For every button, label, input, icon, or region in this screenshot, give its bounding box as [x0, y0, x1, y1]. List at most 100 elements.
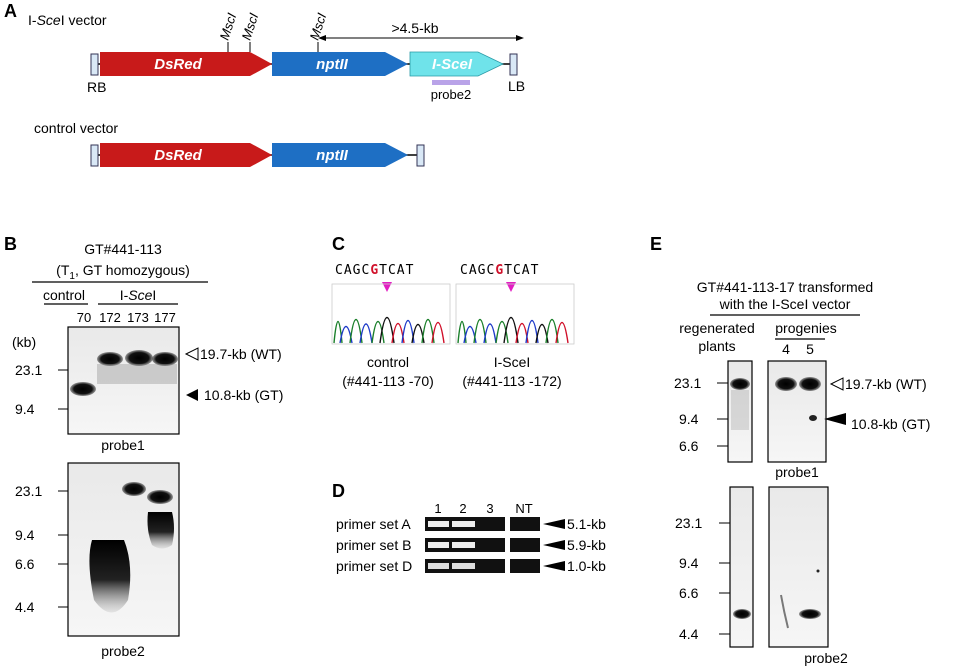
size-arrowhead-right — [516, 35, 524, 41]
panel-label-c: C — [332, 234, 345, 254]
e-band-5-gt — [809, 415, 817, 421]
d-arrow-d — [543, 561, 565, 571]
msci-label-3: MscI — [307, 11, 330, 42]
vector1-label: I-SceI vector — [28, 12, 107, 28]
e-smear-regen — [731, 390, 749, 430]
e-wt-label: 19.7-kb (WT) — [845, 376, 927, 392]
probe2-bar — [432, 80, 470, 85]
rb-border — [90, 53, 99, 76]
e-wt-arrowhead — [829, 377, 844, 391]
panel-label-e: E — [650, 234, 662, 254]
c-seq-iscei: CAGCGTCAT — [460, 263, 539, 278]
iscei-label: I-SceI — [432, 56, 473, 73]
e-gt-label: 10.8-kb (GT) — [851, 416, 930, 432]
c-sample-control: (#441-113 -70) — [342, 373, 434, 389]
b-iscei-label: I-SceI — [120, 287, 157, 303]
e2-marker-4: 4.4 — [679, 626, 699, 642]
c-marker-control — [382, 282, 392, 292]
e2-marker-23: 23.1 — [675, 515, 702, 531]
b-band2-177a — [147, 490, 173, 504]
d-lane-2: 2 — [459, 501, 466, 516]
size-label: >4.5-kb — [391, 20, 438, 36]
control-rb-border — [90, 144, 99, 167]
b-wt-arrowhead — [184, 347, 199, 361]
d-size-d: 1.0-kb — [567, 558, 606, 574]
e2-marker-6: 6.6 — [679, 585, 699, 601]
b2-marker-6: 6.6 — [15, 556, 35, 572]
nptii-label: nptII — [316, 56, 348, 73]
b-kb-label: (kb) — [12, 334, 36, 350]
panel-label-d: D — [332, 481, 345, 501]
e-band-4-wt — [775, 377, 797, 391]
e-lane-4: 4 — [782, 341, 790, 357]
dsred-gene-arrow — [100, 52, 272, 76]
dsred-label: DsRed — [154, 56, 202, 73]
d-arrow-a — [543, 519, 565, 529]
e-probe2-label: probe2 — [804, 650, 848, 666]
control-dsred-label: DsRed — [154, 147, 202, 164]
probe2-label-a: probe2 — [431, 87, 471, 102]
b2-marker-23: 23.1 — [15, 483, 42, 499]
b-band-wt-177 — [152, 352, 178, 366]
b-lane-173: 173 — [127, 310, 149, 325]
control-nptii-arrow — [272, 143, 408, 167]
e-title-1: GT#441-113-17 transformed — [697, 279, 873, 295]
b-probe1-label: probe1 — [101, 437, 145, 453]
d-size-b: 5.9-kb — [567, 537, 606, 553]
vector2-label: control vector — [34, 120, 118, 136]
b-band-wt-173 — [125, 350, 153, 366]
b-wt-label: 19.7-kb (WT) — [200, 346, 282, 362]
e-regen-1: regenerated — [679, 320, 755, 336]
panel-label-b: B — [4, 234, 17, 254]
b-subtitle: (T1, GT homozygous) — [56, 262, 190, 282]
control-nptii-label: nptII — [316, 147, 348, 164]
e-lane-5: 5 — [806, 341, 814, 357]
e-blot-regen-probe1 — [727, 360, 753, 463]
c-chromatogram-control — [331, 283, 451, 345]
e-marker-9: 9.4 — [679, 411, 699, 427]
nptii-gene-arrow — [272, 52, 408, 76]
iscei-gene-arrow — [409, 51, 504, 77]
e-band2-5 — [799, 609, 821, 619]
d-gel-row-d — [425, 559, 540, 573]
e-marker-23: 23.1 — [674, 375, 701, 391]
e-title-2: with the I-SceI vector — [719, 296, 851, 312]
control-lb-border — [416, 144, 425, 167]
b-lane-172: 172 — [99, 310, 121, 325]
d-row-a-label: primer set A — [336, 516, 411, 532]
c-label-iscei: I-SceI — [494, 354, 531, 370]
b-lane-177: 177 — [154, 310, 176, 325]
msci-label-2: MscI — [239, 11, 262, 42]
b2-marker-9: 9.4 — [15, 527, 35, 543]
d-arrow-b — [543, 540, 565, 550]
e-band-5-wt — [799, 377, 821, 391]
b-title: GT#441-113 — [84, 241, 162, 257]
c-marker-iscei — [506, 282, 516, 292]
b2-marker-4: 4.4 — [15, 599, 35, 615]
c-sample-iscei: (#441-113 -172) — [462, 373, 561, 389]
b-smear-70 — [89, 540, 131, 613]
b-marker-23: 23.1 — [15, 362, 42, 378]
e-probe1-label: probe1 — [775, 464, 819, 480]
c-seq-control: CAGCGTCAT — [335, 263, 414, 278]
b-lane-70: 70 — [77, 310, 91, 325]
e-blot-regen-probe2 — [729, 486, 754, 648]
b-marker-9: 9.4 — [15, 401, 35, 417]
b-band-gt — [70, 382, 96, 396]
d-gel-row-a — [425, 517, 540, 531]
panel-label-a: A — [4, 1, 17, 21]
e-smear2-4 — [780, 594, 789, 629]
rb-label: RB — [87, 79, 106, 95]
size-arrowhead-left — [318, 35, 326, 41]
b-control-label: control — [43, 287, 85, 303]
d-lane-nt: NT — [515, 501, 532, 516]
c-label-control: control — [367, 354, 409, 370]
b-gt-arrowhead — [186, 389, 198, 401]
e-progenies: progenies — [775, 320, 837, 336]
b-smear-177 — [147, 512, 174, 549]
lb-label: LB — [508, 78, 525, 94]
d-row-b-label: primer set B — [336, 537, 411, 553]
b-blot-probe1 — [67, 326, 180, 435]
e-band2-regen — [733, 609, 751, 619]
